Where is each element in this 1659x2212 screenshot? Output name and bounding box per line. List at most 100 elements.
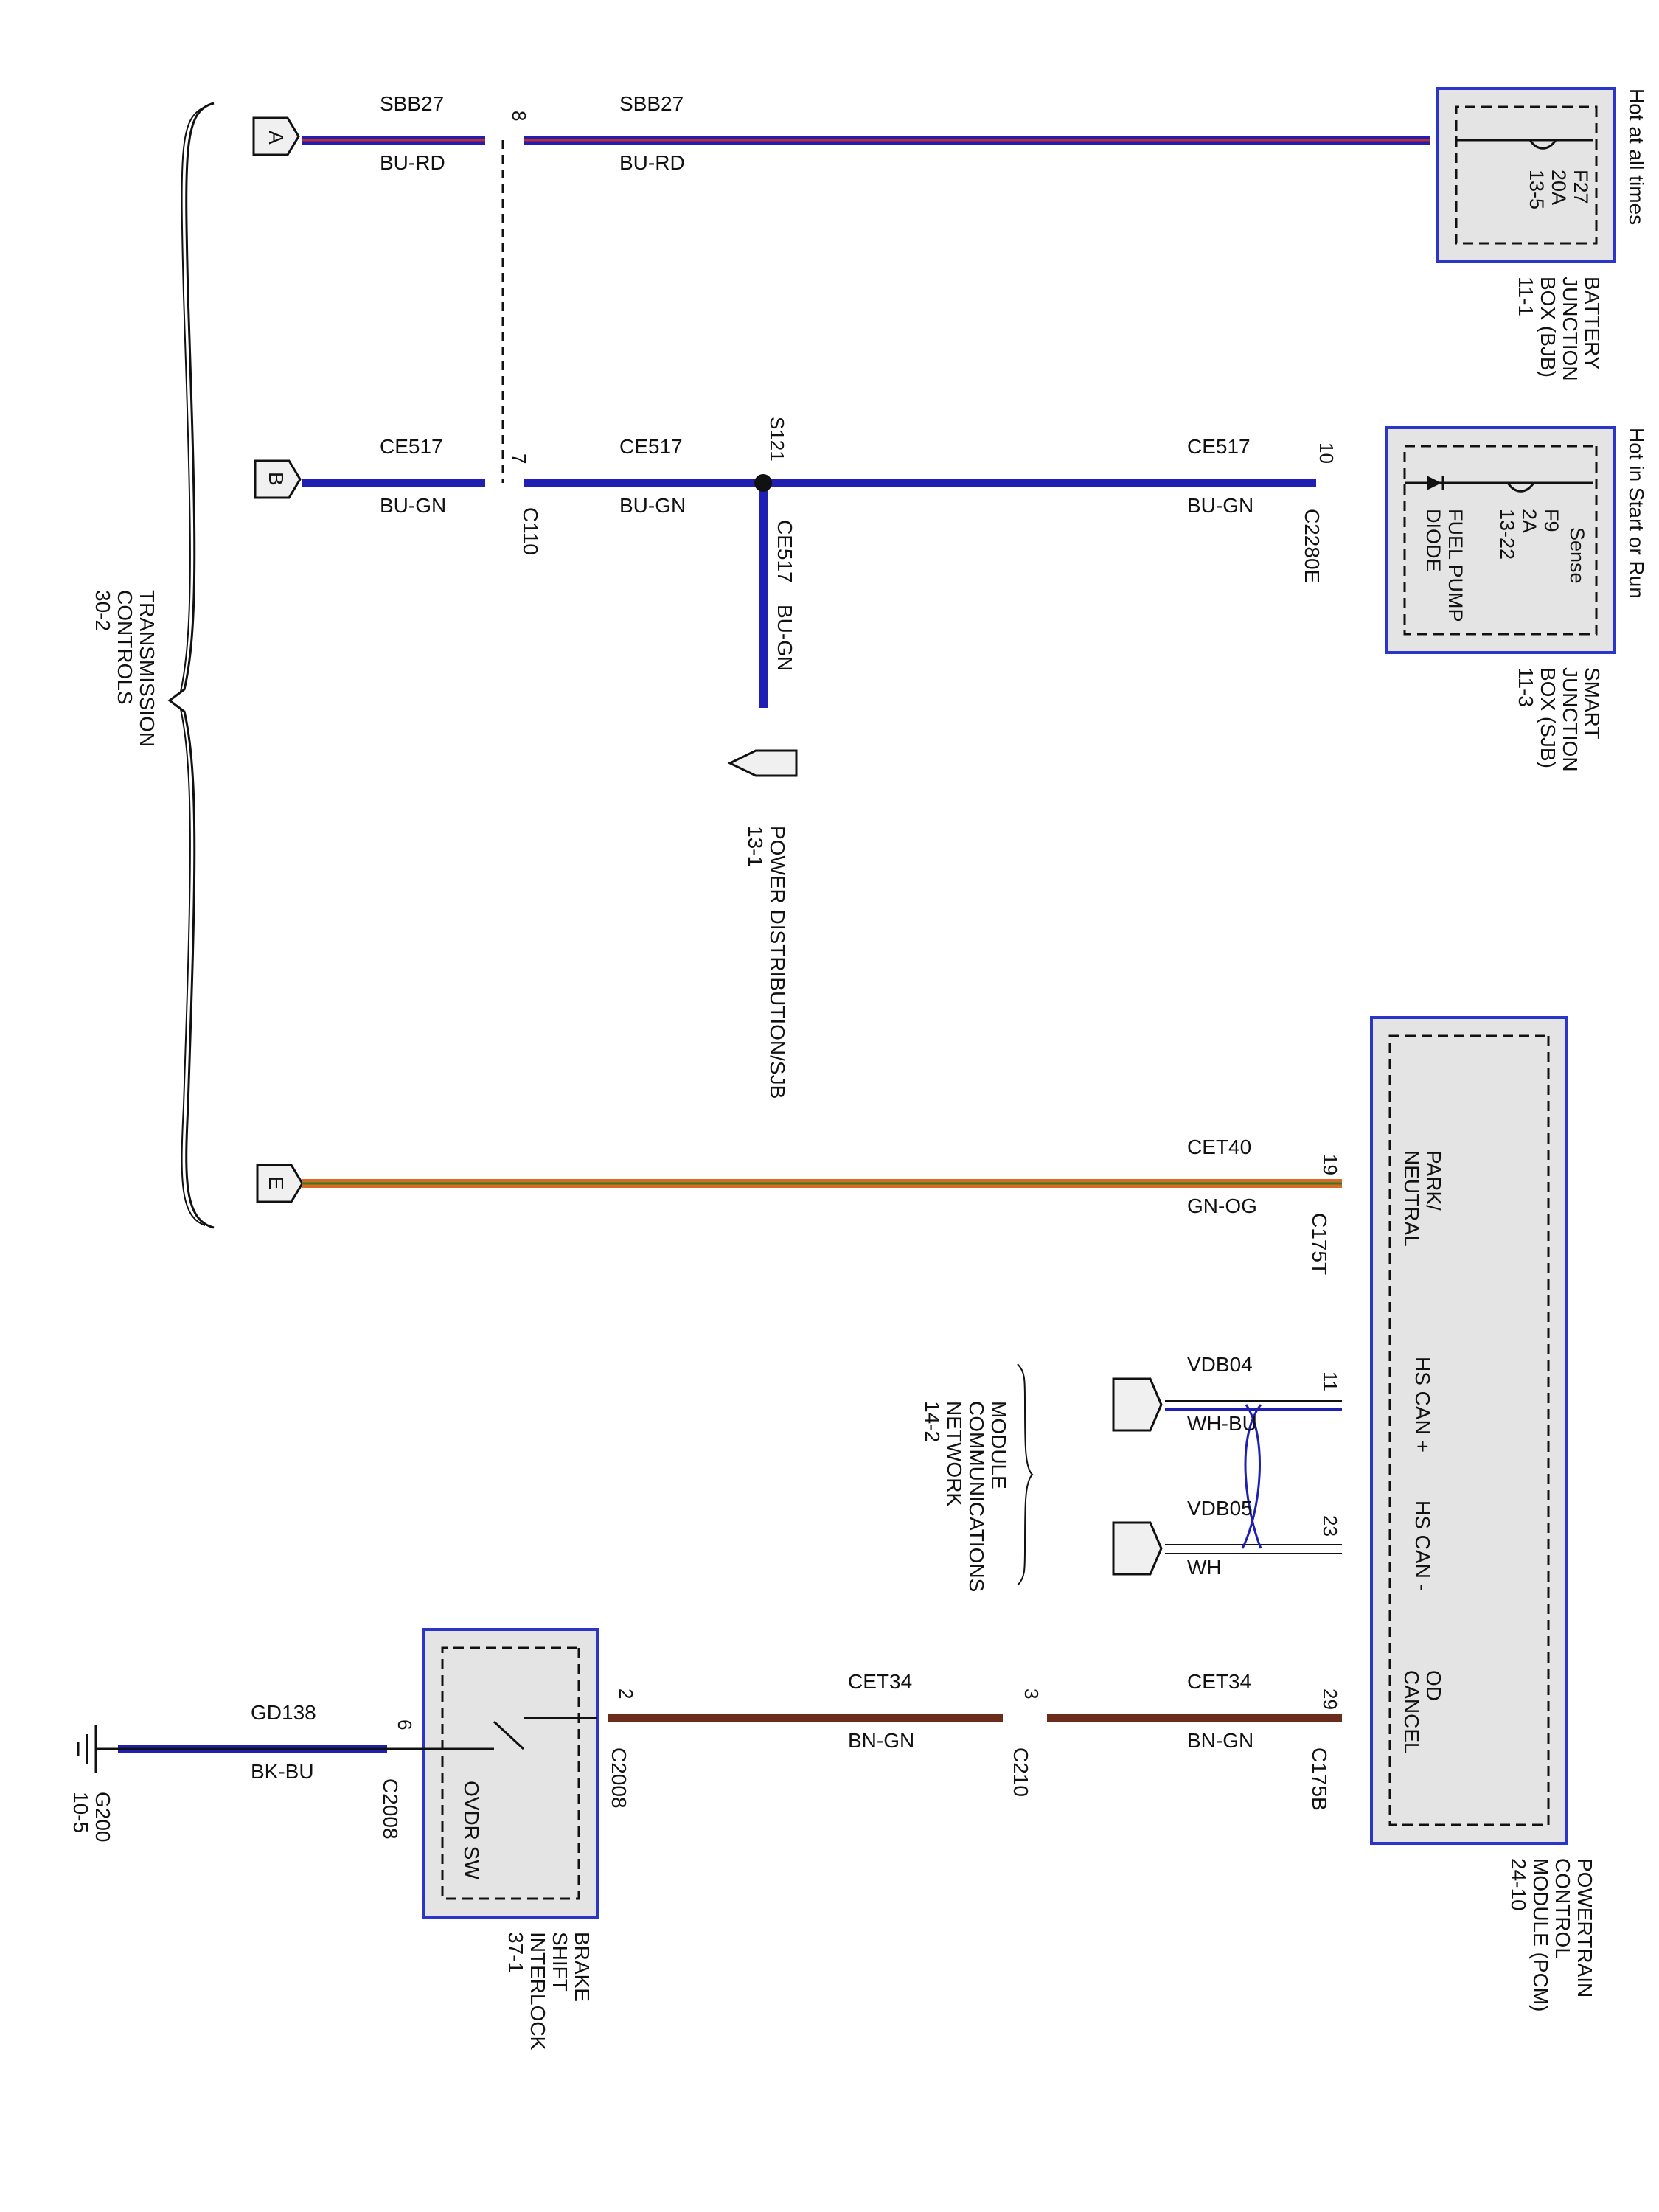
wire-vdb04-circuit: VDB04 [1187, 1353, 1253, 1376]
wire-ce517-circuit-3: CE517 [1187, 435, 1251, 458]
pin-c110-8: 8 [508, 111, 530, 121]
wire-cet34: CET34 BN-GN CET34 BN-GN 29 C175B 3 C210 … [608, 1670, 1342, 1811]
pcm-name-line4: 24-10 [1507, 1858, 1530, 1911]
wire-vdb05-color: WH [1187, 1556, 1222, 1579]
connector-b-label: B [265, 472, 288, 486]
wire-vdb04-color: WH-BU [1187, 1412, 1257, 1435]
connector-c2008-b-label: C2008 [379, 1778, 402, 1840]
wire-gd138: GD138 BK-BU 6 C2008 G200 10-5 [69, 1701, 416, 1843]
connector-c110-label: C110 [519, 507, 542, 555]
module-comm-ref-line4: 14-2 [921, 1401, 944, 1442]
sjb-name-line2: JUNCTION [1559, 667, 1582, 772]
pcm-label-hs-can-plus: HS CAN + [1411, 1357, 1434, 1453]
power-distribution-ref-line1: POWER DISTRIBUTION/SJB [766, 826, 789, 1099]
pcm-label-park-neutral-1: PARK/ [1422, 1150, 1445, 1211]
ground-ref-line1: G200 [91, 1792, 114, 1843]
pcm-name-line2: CONTROL [1551, 1858, 1574, 1959]
sjb-name-line4: 11-3 [1514, 667, 1537, 707]
pcm-name-line3: MODULE (PCM) [1529, 1858, 1552, 2011]
connector-c175b-label: C175B [1308, 1747, 1331, 1811]
bjb-name-line2: JUNCTION [1559, 276, 1582, 381]
connector-c110: 8 7 C110 [501, 111, 542, 555]
bjb-header: Hot at all times [1625, 88, 1648, 225]
sjb-sense-label: Sense [1566, 527, 1588, 584]
splice-s121-label: S121 [766, 417, 788, 462]
wire-ce517-color-down: BU-GN [773, 605, 796, 671]
sjb-fuse-id: F9 [1540, 509, 1562, 532]
module-comm-ref-line3: NETWORK [943, 1401, 966, 1506]
connector-e-flag: E [256, 1164, 304, 1203]
pin-c110-7: 7 [508, 453, 530, 464]
connector-c210-label: C210 [1009, 1747, 1032, 1797]
wire-sbb27-color-right: BU-RD [619, 151, 685, 174]
wire-ce517-circuit-2: CE517 [619, 435, 683, 458]
wire-sbb27-circuit-left: SBB27 [380, 92, 444, 115]
sjb-diode-line1: FUEL PUMP [1444, 509, 1467, 622]
pcm-label-hs-can-minus: HS CAN - [1411, 1500, 1434, 1591]
pin-can-23: 23 [1319, 1515, 1341, 1537]
wire-cet40: CET40 GN-OG 19 C175T [302, 1135, 1342, 1275]
connector-a-flag: A [252, 116, 300, 156]
wire-cet34-circuit-2: CET34 [848, 1670, 912, 1693]
wire-sbb27: SBB27 BU-RD SBB27 BU-RD [302, 92, 1430, 174]
smart-junction-box: F9 2A 13-22 Sense FUEL PUMP DIODE Hot in… [1301, 426, 1648, 772]
wire-cet34-circuit-1: CET34 [1187, 1670, 1251, 1693]
pcm-name-line1: POWERTRAIN [1573, 1858, 1596, 1997]
bjb-name-line4: 11-1 [1514, 276, 1537, 316]
transmission-controls-brace: TRANSMISSION CONTROLS 30-2 [91, 102, 215, 1229]
wire-sbb27-color-left: BU-RD [380, 151, 445, 174]
connector-c2008-a-label: C2008 [608, 1747, 630, 1809]
wire-gd138-circuit: GD138 [251, 1701, 316, 1724]
power-distribution-ref: POWER DISTRIBUTION/SJB 13-1 [727, 749, 798, 1099]
wire-ce517-color-3: BU-GN [1187, 494, 1253, 517]
sjb-name-line1: SMART [1581, 667, 1604, 740]
wire-ce517-color-2: BU-GN [619, 494, 686, 517]
wire-cet34-color-1: BN-GN [1187, 1729, 1253, 1752]
module-comm-ref-line1: MODULE [987, 1401, 1010, 1489]
wire-cet34-color-2: BN-GN [848, 1729, 914, 1752]
pin-c210-3: 3 [1020, 1688, 1043, 1699]
bsi-name-line3: INTERLOCK [526, 1932, 549, 2051]
wire-ce517: CE517 BU-GN CE517 BU-GN CE517 BU-GN CE51… [302, 417, 1316, 708]
pin-c2008-6: 6 [394, 1719, 416, 1730]
wire-gd138-color: BK-BU [251, 1760, 314, 1783]
pcm-label-od-cancel-1: OD [1422, 1670, 1445, 1701]
connector-c175t-label: C175T [1308, 1213, 1331, 1275]
bjb-fuse-ref: 13-5 [1526, 170, 1548, 209]
wire-vdb05-circuit: VDB05 [1187, 1497, 1253, 1520]
connector-c2280e-label: C2280E [1301, 509, 1324, 583]
sjb-fuse-ref: 13-22 [1496, 509, 1518, 560]
sjb-name-line3: BOX (SJB) [1537, 667, 1559, 768]
transmission-controls-ref-line2: CONTROLS [114, 590, 136, 705]
pcm-label-park-neutral-2: NEUTRAL [1400, 1150, 1423, 1247]
sjb-fuse-rating: 2A [1518, 509, 1540, 533]
connector-e-label: E [265, 1176, 288, 1190]
pcm-label-od-cancel-2: CANCEL [1400, 1670, 1423, 1754]
pin-c2008-2: 2 [615, 1688, 637, 1699]
bsi-name-line1: BRAKE [571, 1932, 594, 2002]
bjb-fuse-rating: 20A [1548, 170, 1570, 205]
brake-shift-interlock: OVDR SW BRAKE SHIFT INTERLOCK 37-1 [387, 1628, 599, 2051]
wire-cet40-color: GN-OG [1187, 1194, 1257, 1217]
wire-ce517-circuit-down: CE517 [773, 520, 796, 583]
bjb-name-line3: BOX (BJB) [1537, 276, 1559, 378]
bjb-name-line1: BATTERY [1581, 276, 1604, 370]
module-comm-ref-line2: COMMUNICATIONS [965, 1401, 988, 1592]
wire-cet40-circuit: CET40 [1187, 1135, 1251, 1158]
ground-ref-line2: 10-5 [69, 1792, 92, 1833]
bsi-name-line2: SHIFT [549, 1932, 571, 1992]
transmission-controls-ref-line3: 30-2 [91, 590, 114, 631]
pin-can-11: 11 [1319, 1371, 1341, 1391]
wire-ce517-color-1: BU-GN [380, 494, 446, 517]
bsi-switch-label: OVDR SW [460, 1781, 483, 1879]
connector-a-label: A [265, 131, 288, 145]
bsi-name-line4: 37-1 [504, 1932, 527, 1973]
pin-c2280e-10: 10 [1315, 442, 1338, 464]
battery-junction-box: F27 20A 13-5 Hot at all times BATTERY JU… [1436, 87, 1648, 381]
sjb-header: Hot in Start or Run [1625, 428, 1648, 599]
wire-sbb27-circuit-right: SBB27 [619, 92, 684, 115]
powertrain-control-module: PARK/ NEUTRAL HS CAN + HS CAN - OD CANCE… [1370, 1016, 1596, 2011]
wire-ce517-circuit-1: CE517 [380, 435, 443, 458]
transmission-controls-ref-line1: TRANSMISSION [136, 590, 159, 747]
